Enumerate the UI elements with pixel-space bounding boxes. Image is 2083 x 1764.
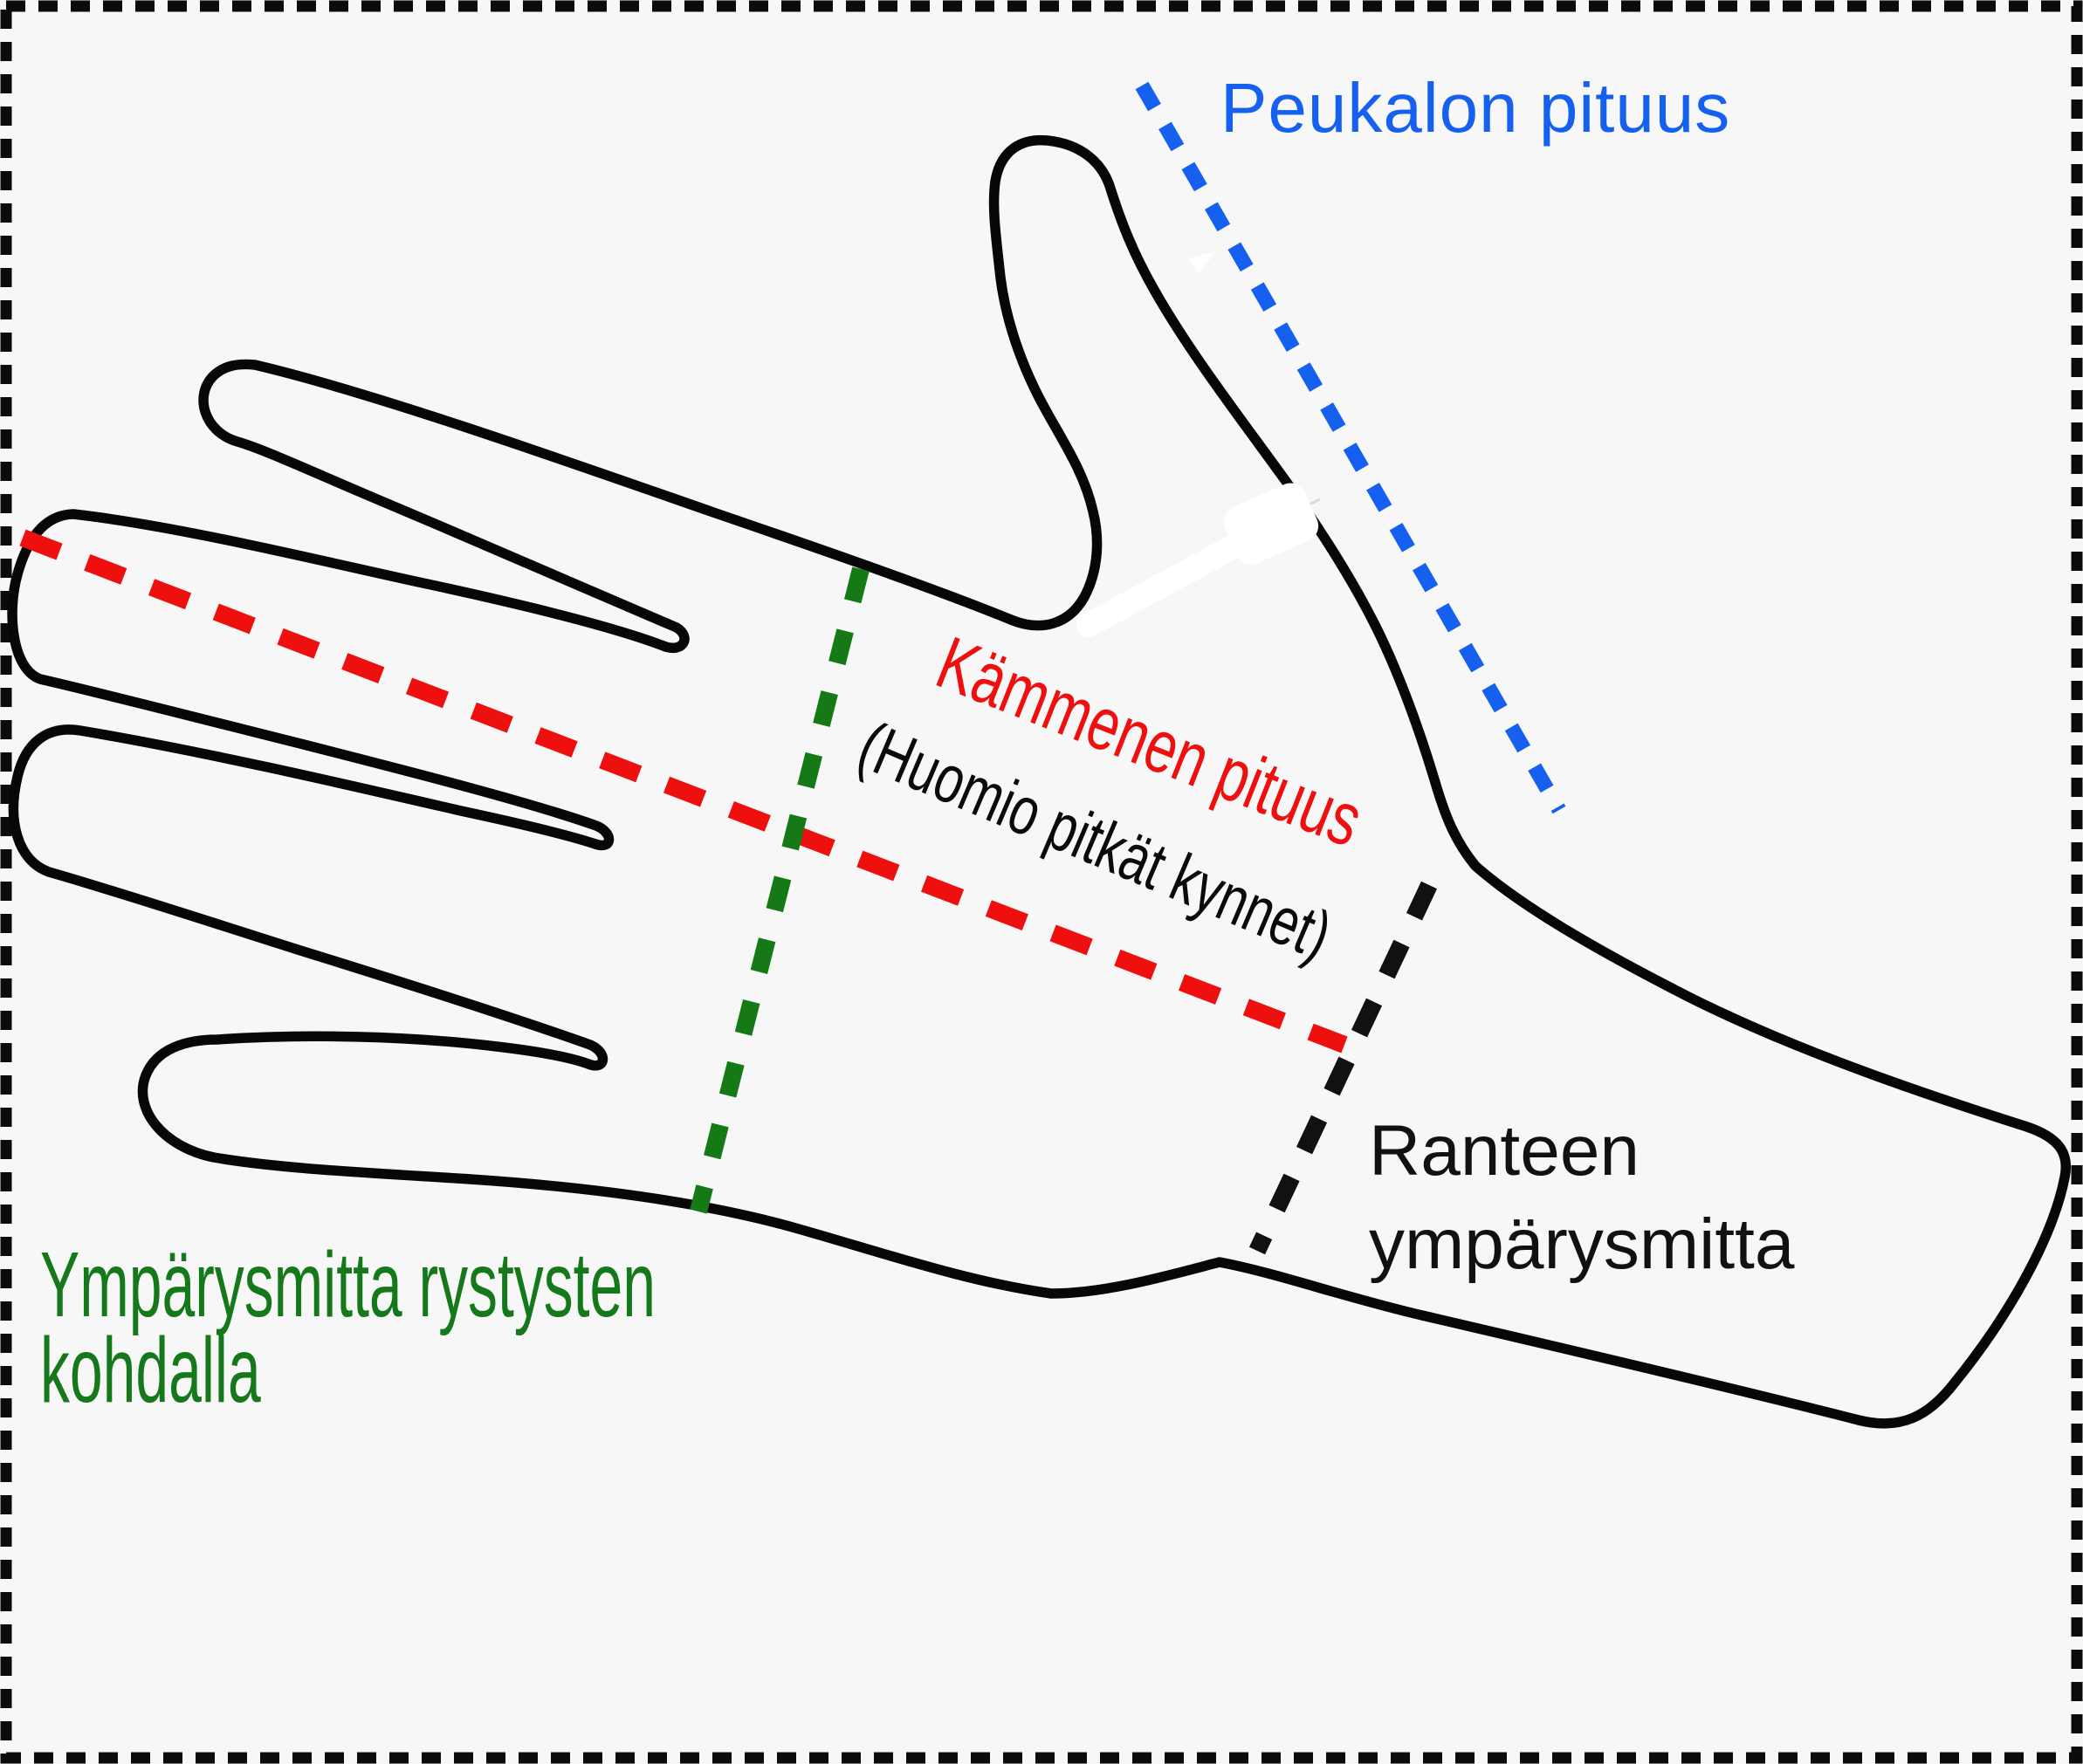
wrist-circumference-line (1248, 881, 1438, 1255)
label-knuckle-circumference: Ympärysmitta rystysten kohdalla (40, 1233, 656, 1422)
scan-artifact-group (1076, 251, 1321, 637)
thumb-length-line (1135, 81, 1566, 814)
scan-artifact-triangle (1189, 251, 1217, 273)
label-wrist-circumference: Ranteen ympärysmitta (1369, 1105, 1795, 1291)
label-knuckle-circumference-line1: Ympärysmitta rystysten (40, 1233, 656, 1336)
label-knuckle-circumference-line2: kohdalla (40, 1318, 261, 1422)
label-thumb-length: Peukalon pituus (1220, 69, 1731, 147)
hand-outline (7, 134, 2071, 1429)
palm-length-line (19, 529, 1348, 1054)
scan-artifact-band (1076, 527, 1259, 637)
knuckle-circumference-line (690, 566, 870, 1214)
label-wrist-circumference-line2: ympärysmitta (1369, 1204, 1795, 1284)
label-wrist-circumference-line1: Ranteen (1369, 1111, 1640, 1191)
